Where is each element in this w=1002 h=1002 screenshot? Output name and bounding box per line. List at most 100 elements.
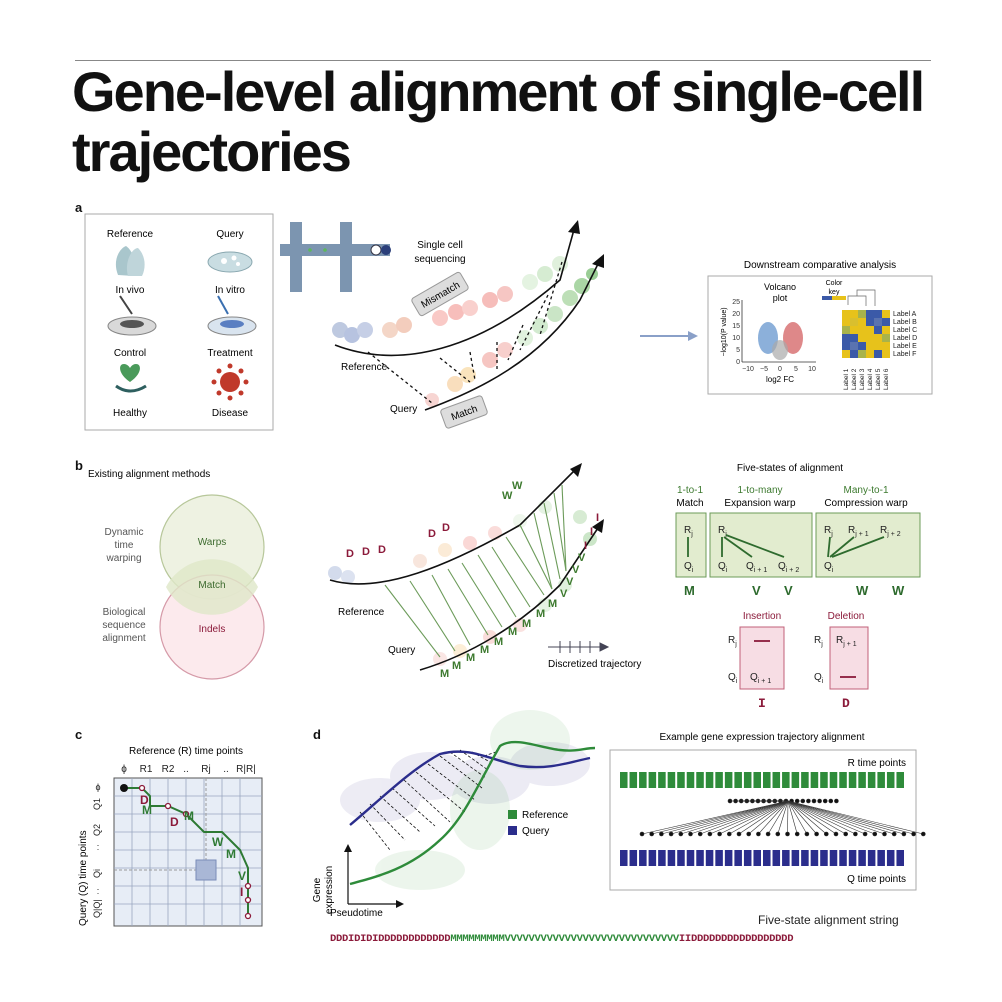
r-node xyxy=(811,798,817,804)
cond-healthy: Healthy xyxy=(113,408,147,419)
q-node xyxy=(823,831,829,837)
fan-line xyxy=(787,800,827,835)
q-time-point xyxy=(791,850,800,866)
c-col: .. xyxy=(183,764,189,775)
fan-line xyxy=(787,800,885,835)
svg-text:D: D xyxy=(140,793,149,807)
svg-text:Rj: Rj xyxy=(718,525,727,538)
vy-tick: 5 xyxy=(736,347,740,354)
r-node xyxy=(794,798,800,804)
c-row: : xyxy=(97,886,100,896)
q-node xyxy=(853,831,858,837)
q-node xyxy=(843,831,849,837)
hm-row: Label C xyxy=(893,327,917,334)
reference-line xyxy=(349,740,596,886)
c-title: Reference (R) time points xyxy=(129,746,243,757)
q-time-point xyxy=(810,850,819,866)
fan-line xyxy=(719,800,789,835)
match-state-box xyxy=(675,512,707,578)
q-time-point xyxy=(629,850,638,866)
q-time-point xyxy=(686,850,695,866)
dtw-label-3: warping xyxy=(105,553,141,564)
legend-ref-swatch xyxy=(508,810,517,819)
c-row: Q2 xyxy=(92,824,102,836)
c-row: Qi xyxy=(92,869,102,878)
sym-w1: W xyxy=(856,583,869,598)
q-state: M xyxy=(452,660,461,672)
fan-line xyxy=(651,800,789,835)
q-node xyxy=(814,831,819,837)
r-node xyxy=(806,798,811,804)
query-label-a: Query xyxy=(390,404,417,415)
one-to-one-label: 1-to-1 xyxy=(677,485,704,496)
q-node xyxy=(746,831,752,837)
sym-m: M xyxy=(684,583,695,598)
fan-line xyxy=(680,800,789,835)
fan-line xyxy=(700,800,789,835)
q-time-point xyxy=(724,850,733,866)
d-ylabel-1: Gene xyxy=(312,877,323,902)
q-node xyxy=(833,831,839,837)
sym-d: D xyxy=(842,696,850,711)
discretized-trajectory-icon xyxy=(548,641,610,653)
dtw-label-1: Dynamic xyxy=(105,527,144,538)
q-node xyxy=(872,831,878,837)
svg-text:Qi: Qi xyxy=(728,672,738,685)
ref-state: D xyxy=(362,546,370,558)
q-node xyxy=(717,831,722,837)
c-grid xyxy=(113,777,263,927)
svg-text:Qi: Qi xyxy=(718,561,728,574)
c-col: R|R| xyxy=(236,764,256,775)
dtw-label-2: time xyxy=(115,540,134,551)
r-time-point xyxy=(839,772,847,788)
r-time-point xyxy=(791,772,800,788)
venn-warps: Warps xyxy=(198,537,227,548)
c-col: ϕ xyxy=(121,764,127,775)
q-time-point xyxy=(801,850,809,866)
panel-c-label: c xyxy=(75,727,83,742)
r-time-point xyxy=(620,772,628,788)
r-time-point xyxy=(705,772,714,788)
hm-row: Label F xyxy=(893,351,916,358)
r-node xyxy=(800,798,806,804)
sym-i: I xyxy=(758,696,766,711)
d-ylabel-2: expression xyxy=(324,866,335,914)
q-node xyxy=(697,831,703,837)
q-state: M xyxy=(494,636,503,648)
q-state: M xyxy=(440,668,449,680)
r-time-point xyxy=(658,772,666,788)
deletion-box xyxy=(829,626,869,690)
query-line xyxy=(349,750,591,826)
cond-reference: Reference xyxy=(107,229,154,240)
q-node xyxy=(736,831,742,837)
compression-box xyxy=(815,512,921,578)
vx-tick: −5 xyxy=(760,366,768,373)
svg-text:Rj: Rj xyxy=(824,525,833,538)
deletion-label: Deletion xyxy=(828,611,865,622)
hm-row: Label E xyxy=(893,343,917,350)
fan-line xyxy=(787,800,856,835)
venn-match: Match xyxy=(198,580,225,591)
svg-text:Rj: Rj xyxy=(814,635,823,648)
b-ref-state-letters: D D D D D W W xyxy=(346,480,523,560)
heatmap xyxy=(842,310,890,358)
vy-tick: 20 xyxy=(732,311,740,318)
svg-text:M: M xyxy=(226,847,236,861)
q-time-point xyxy=(839,850,847,866)
panel-a-figure: Reference Query In vivo In vitro Control… xyxy=(84,213,933,431)
r-blocks xyxy=(620,772,904,788)
r-time-point xyxy=(629,772,638,788)
c-row: ϕ xyxy=(95,782,100,792)
panel-d-label: d xyxy=(313,727,321,742)
fan-line xyxy=(738,800,789,835)
q-node xyxy=(688,831,693,837)
svg-text:Rj: Rj xyxy=(728,635,737,648)
q-node xyxy=(756,831,761,837)
bio-label-3: alignment xyxy=(102,633,146,644)
q-points-label: Q time points xyxy=(847,874,906,885)
hm-col: Label 2 xyxy=(851,368,858,390)
ref-state: D xyxy=(442,522,450,534)
q-state: I xyxy=(596,512,599,524)
volcano-xlabel: log2 FC xyxy=(766,375,794,384)
b-query-state-letters: M M M M M M M M M V V V V I I I xyxy=(440,512,599,680)
